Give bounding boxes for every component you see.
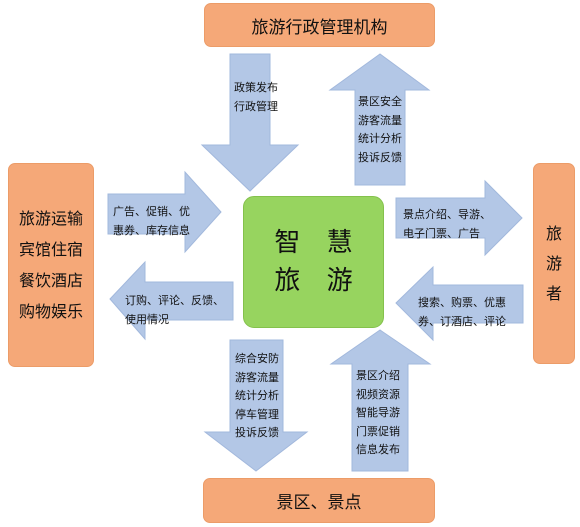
tourist-char: 旅 [545, 223, 562, 243]
tourist-char: 者 [545, 283, 562, 303]
label-line: 行政管理 [234, 99, 278, 113]
label-line: 智能导游 [356, 406, 400, 419]
label-line: 统计分析 [235, 389, 279, 402]
tourist-box: 旅 游 者 [533, 163, 575, 364]
label-left-left: 订购、评论、反馈、 使用情况 [125, 292, 224, 329]
label-line: 门票促销 [356, 424, 400, 438]
label-line: 投诉反馈 [358, 150, 402, 164]
arrow-top-down [200, 53, 300, 192]
smart-tourism-center: 智 慧 旅 游 [243, 196, 384, 328]
tourism-admin-box: 旅游行政管理机构 [204, 3, 435, 47]
label-line: 政策发布 [234, 81, 278, 94]
label-line: 景点介绍、导游、 [403, 208, 491, 221]
label-bottom-up: 景区介绍 视频资源 智能导游 门票促销 信息发布 [356, 367, 400, 460]
label-line: 惠券、库存信息 [113, 223, 190, 237]
label-line: 停车管理 [235, 407, 279, 421]
label-right-left: 搜索、购票、优惠 券、订酒店、评论 [418, 294, 506, 331]
label-line: 电子门票、广告 [403, 226, 480, 240]
label-line: 搜索、购票、优惠 [418, 296, 506, 309]
label-line: 券、订酒店、评论 [418, 314, 506, 328]
label-line: 游客流量 [235, 370, 279, 384]
label-line: 统计分析 [358, 132, 402, 145]
provider-line: 旅游运输 [18, 209, 83, 228]
label-line: 广告、促销、优 [113, 205, 190, 218]
arrow-left-right [107, 170, 222, 254]
arrow-left-left [109, 260, 234, 341]
arrow-bottom-down [203, 339, 309, 472]
label-line: 订购、评论、反馈、 [125, 294, 224, 307]
label-top-up: 景区安全 游客流量 统计分析 投诉反馈 [358, 93, 402, 167]
label-line: 投诉反馈 [235, 426, 279, 439]
tourism-admin-label: 旅游行政管理机构 [251, 17, 388, 38]
arrow-top-up [328, 53, 431, 186]
label-line: 信息发布 [356, 443, 400, 456]
service-providers-box: 旅游运输 宾馆住宿 餐饮酒店 购物娱乐 [8, 163, 94, 367]
provider-line: 宾馆住宿 [18, 240, 83, 259]
center-line: 旅 游 [274, 266, 362, 296]
label-line: 视频资源 [356, 387, 400, 401]
label-right-right: 景点介绍、导游、 电子门票、广告 [403, 206, 491, 243]
label-top-down: 政策发布 行政管理 [234, 79, 278, 116]
provider-line: 餐饮酒店 [18, 271, 83, 290]
label-line: 景区安全 [358, 95, 402, 108]
label-line: 使用情况 [125, 312, 169, 326]
tourist-char: 游 [545, 253, 562, 273]
provider-line: 购物娱乐 [18, 302, 83, 321]
scenic-spot-box: 景区、景点 [203, 478, 435, 523]
label-line: 综合安防 [235, 352, 279, 365]
arrow-right-left [395, 265, 524, 342]
center-line: 智 慧 [274, 228, 362, 258]
arrow-bottom-up [329, 329, 432, 472]
label-line: 景区介绍 [356, 369, 400, 382]
arrow-right-right [395, 179, 523, 257]
label-line: 游客流量 [358, 113, 402, 127]
label-left-right: 广告、促销、优 惠券、库存信息 [113, 203, 190, 240]
scenic-spot-label: 景区、景点 [276, 493, 362, 513]
label-bottom-down: 综合安防 游客流量 统计分析 停车管理 投诉反馈 [235, 350, 279, 443]
